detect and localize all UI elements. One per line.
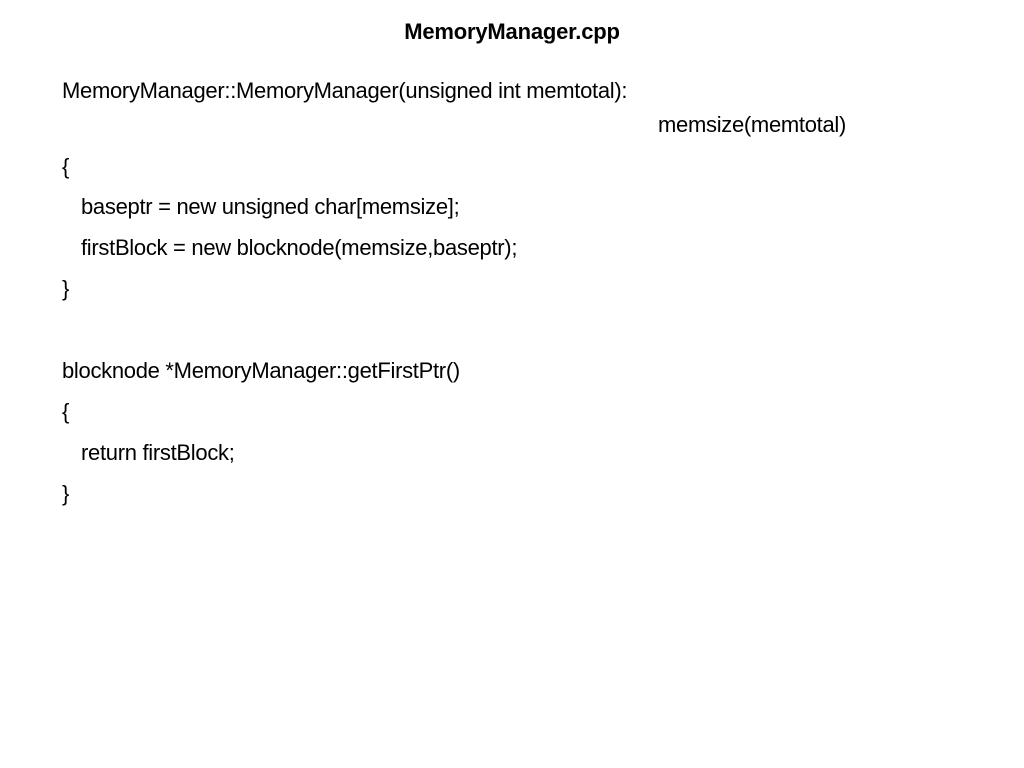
getter-open-brace: { (62, 399, 70, 424)
constructor-close-brace: } (62, 276, 70, 301)
getter-return-line: return firstBlock; (81, 440, 235, 465)
constructor-firstblock-line: firstBlock = new blocknode(memsize,basep… (81, 235, 518, 260)
constructor-open-brace: { (62, 154, 70, 179)
slide-title: MemoryManager.cpp (404, 19, 620, 44)
constructor-baseptr-line: baseptr = new unsigned char[memsize]; (81, 194, 460, 219)
getter-close-brace: } (62, 481, 70, 506)
constructor-initializer: memsize(memtotal) (658, 112, 847, 137)
getter-signature: blocknode *MemoryManager::getFirstPtr() (62, 358, 460, 383)
constructor-signature: MemoryManager::MemoryManager(unsigned in… (62, 78, 628, 103)
